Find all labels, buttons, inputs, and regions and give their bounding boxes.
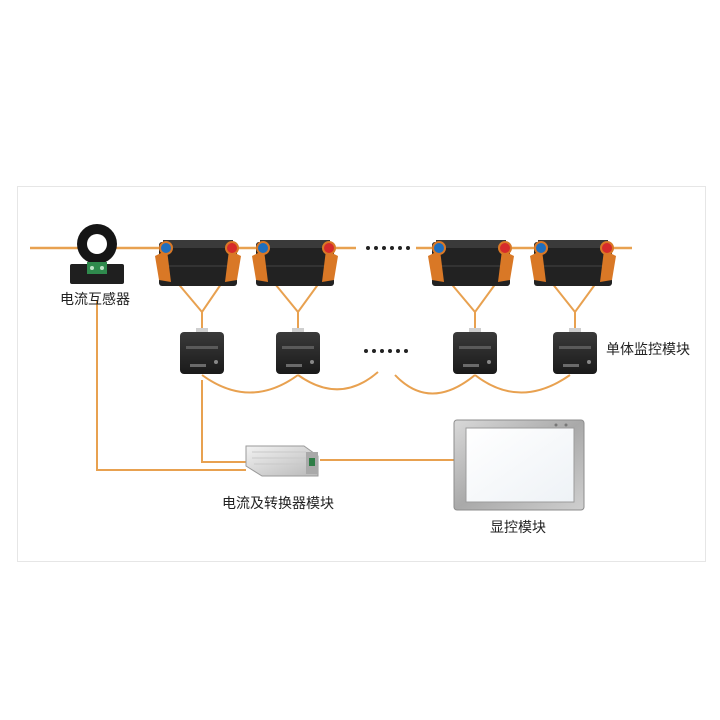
- ellipsis-batteries: [366, 246, 410, 250]
- display-label: 显控模块: [490, 520, 546, 536]
- converter-label: 电流及转换器模块: [222, 496, 334, 512]
- cell-monitor-label: 单体监控模块: [606, 342, 690, 358]
- cell-monitor-module-icon: [453, 328, 497, 374]
- cell-monitor-module-icon: [276, 328, 320, 374]
- battery-icon: [252, 240, 338, 286]
- cell-monitor-module-icon: [180, 328, 224, 374]
- current-transformer-icon: [70, 224, 124, 284]
- ellipsis-modules: [364, 349, 408, 353]
- battery-icon: [428, 240, 514, 286]
- converter-module-icon: [245, 445, 319, 477]
- battery-icon: [530, 240, 616, 286]
- signal-wiring: [96, 300, 571, 471]
- cell-monitor-module-icon: [553, 328, 597, 374]
- current-transformer-label: 电流互感器: [60, 292, 130, 308]
- display-screen-icon: [453, 419, 585, 511]
- battery-icon: [155, 240, 241, 286]
